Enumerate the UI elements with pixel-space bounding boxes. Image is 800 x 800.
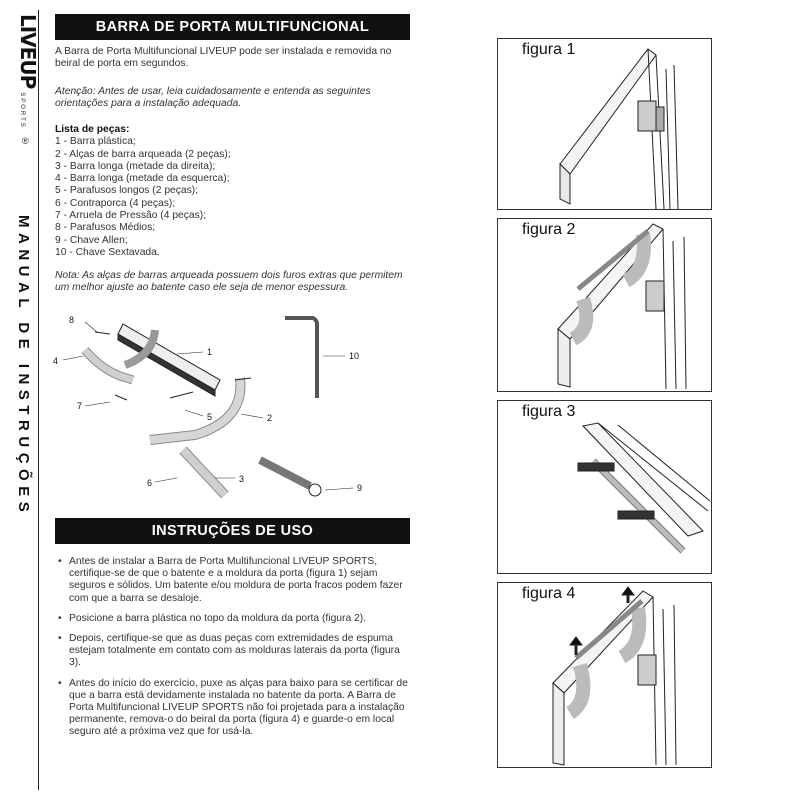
callout-5: 5: [207, 412, 212, 422]
section-header-product: BARRA DE PORTA MULTIFUNCIONAL: [55, 14, 410, 40]
manual-title: MANUAL DE INSTRUÇÕES: [15, 215, 32, 518]
instruction-item: Antes do início do exercício, puxe as al…: [55, 678, 410, 739]
parts-item: 10 - Chave Sextavada.: [55, 246, 160, 258]
note-text: Nota: As alças de barras arqueada possue…: [55, 270, 403, 294]
callout-3: 3: [239, 474, 244, 484]
brand-logo: LIVEUP SPORTS: [16, 14, 40, 129]
callout-10: 10: [349, 351, 359, 361]
parts-title: Lista de peças:: [55, 124, 130, 135]
parts-diagram: 8 4 1 10 7 5 2 6 3 9: [53, 310, 410, 510]
callout-7: 7: [77, 401, 82, 411]
figure-4: figura 4: [497, 582, 712, 768]
parts-item: 6 - Contraporca (4 peças);: [55, 197, 176, 209]
figure-2: figura 2: [497, 218, 712, 392]
intro-text: A Barra de Porta Multifuncional LIVEUP p…: [55, 46, 410, 71]
figure-2-label: figura 2: [502, 219, 582, 241]
instruction-item: Depois, certifique-se que as duas peças …: [55, 633, 410, 670]
usage-instructions: Antes de instalar a Barra de Porta Multi…: [55, 556, 410, 747]
brand-sub: SPORTS: [19, 92, 25, 129]
instruction-item: Antes de instalar a Barra de Porta Multi…: [55, 556, 410, 605]
instruction-item: Posicione a barra plástica no topo da mo…: [55, 613, 410, 625]
figure-3-illustration: [577, 422, 711, 554]
parts-item: 5 - Parafusos longos (2 peças);: [55, 185, 199, 197]
parts-item: 8 - Parafusos Médios;: [55, 222, 156, 234]
callout-6: 6: [147, 478, 152, 488]
callout-8: 8: [69, 315, 74, 325]
spine-divider: [38, 10, 39, 790]
parts-item: 2 - Alças de barra arqueada (2 peças);: [55, 148, 231, 160]
parts-list: Lista de peças: 1 - Barra plástica; 2 - …: [55, 124, 410, 259]
callout-9: 9: [357, 483, 362, 493]
attention-text: Atenção: Antes de usar, leia cuidadosame…: [55, 86, 371, 110]
brand-name: LIVEUP: [16, 14, 40, 89]
figure-1: figura 1: [497, 38, 712, 210]
callout-1: 1: [207, 347, 212, 357]
figure-4-illustration: [552, 586, 677, 766]
intro-paragraph: A Barra de Porta Multifuncional LIVEUP p…: [55, 46, 392, 70]
figure-2-illustration: [557, 223, 687, 390]
parts-item: 1 - Barra plástica;: [55, 136, 136, 148]
parts-item: 3 - Barra longa (metade da direita);: [55, 160, 216, 172]
callout-2: 2: [267, 413, 272, 423]
figure-3-label: figura 3: [502, 401, 582, 423]
section-header-usage: INSTRUÇÕES DE USO: [55, 518, 410, 544]
registered-mark: ®: [22, 136, 29, 146]
parts-diagram-svg: 8 4 1 10 7 5 2 6 3 9: [53, 315, 362, 499]
left-spine: LIVEUP SPORTS ® MANUAL DE INSTRUÇÕES: [0, 0, 45, 800]
parts-item: 7 - Arruela de Pressão (4 peças);: [55, 210, 207, 222]
callout-4: 4: [53, 356, 58, 366]
parts-item: 9 - Chave Allen;: [55, 234, 128, 246]
figure-1-label: figura 1: [502, 39, 582, 61]
parts-item: 4 - Barra longa (metade da esquerca);: [55, 173, 230, 185]
figure-4-label: figura 4: [502, 583, 582, 605]
figure-1-illustration: [559, 48, 679, 210]
figure-3: figura 3: [497, 400, 712, 574]
